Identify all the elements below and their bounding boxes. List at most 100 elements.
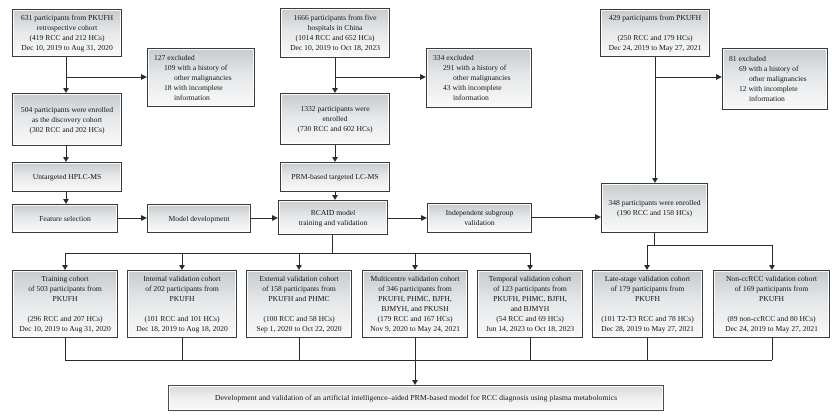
text-line: PKUFH — [759, 294, 784, 303]
connector — [182, 338, 184, 360]
text-line: PRM-based targeted LC-MS — [291, 172, 379, 181]
arrowhead-down-icon — [411, 380, 418, 385]
node-rcaid-model: RCAID model training and validation — [278, 200, 388, 235]
node-discovery-excluded: 127 excluded 109 with a history of other… — [147, 48, 255, 107]
connector — [65, 338, 67, 360]
text-line: Independent subgroup — [445, 208, 514, 217]
connector — [530, 253, 532, 265]
text-line: PKUFH — [635, 294, 660, 303]
text-line: Temporal validation cohort — [488, 274, 572, 283]
text-line: PKUFH — [169, 294, 195, 303]
text-line: Nov 9, 2020 to May 24, 2021 — [370, 324, 460, 333]
arrowhead-down-icon — [331, 157, 338, 162]
arrowhead-down-icon — [768, 265, 775, 270]
connector — [332, 235, 334, 253]
text-line: validation — [464, 218, 495, 227]
node-pkufh-excluded: 81 excluded 69 with a history of other m… — [722, 48, 828, 110]
connector — [772, 338, 774, 360]
text-line: PKUFH, PHMC, BJFH, — [493, 294, 567, 303]
text-line: Dec 10, 2019 to Aug 31, 2020 — [19, 324, 111, 333]
text-line — [128, 304, 236, 314]
text-line: of 169 participants from — [734, 284, 809, 293]
arrowhead-down-icon — [61, 265, 68, 270]
arrowhead-down-icon — [331, 195, 338, 200]
connector — [415, 360, 417, 380]
connector — [655, 57, 657, 178]
text-line: (179 RCC and 167 HCs) — [377, 314, 453, 323]
text-line — [714, 304, 829, 314]
text-line: 127 excluded — [154, 52, 195, 62]
connector — [251, 218, 272, 220]
banner-text: Development and validation of an artific… — [214, 393, 618, 402]
text-line — [593, 304, 702, 314]
text-line: 81 excluded — [729, 54, 766, 63]
arrowhead-right-icon — [716, 73, 722, 80]
arrowhead-down-icon — [178, 265, 185, 270]
text-line: 504 participants were enrolled — [20, 104, 114, 114]
text-line: 1332 participants were — [300, 104, 370, 113]
text-line: information — [749, 94, 785, 103]
text-line: Training cohort — [41, 274, 89, 283]
text-line: Dec 24, 2019 to May 27, 2021 — [608, 43, 702, 52]
text-line: Multicentre validation cohort — [370, 274, 460, 283]
connector — [530, 338, 532, 360]
connector — [65, 253, 530, 255]
text-line: 291 with a history of — [443, 63, 507, 72]
text-line: Dec 18, 2019 to Aug 18, 2020 — [136, 324, 228, 333]
text-line: (302 RCC and 202 HCs) — [29, 124, 105, 134]
node-untargeted-hplc-ms: Untargeted HPLC-MS — [12, 162, 122, 192]
text-line: BJMYH, and PKUSH — [381, 304, 449, 313]
text-line: (101 RCC and 101 HCs) — [144, 314, 220, 323]
connector — [772, 245, 774, 265]
text-line: (100 RCC and 58 HCs) — [263, 314, 335, 323]
text-line: PKUFH, PHMC, BJFH, — [378, 294, 452, 303]
text-line: Dec 28, 2019 to May 27, 2021 — [601, 324, 694, 333]
text-line: 1666 participants from five — [293, 13, 377, 22]
text-line — [13, 304, 117, 314]
connector — [66, 57, 68, 88]
arrowhead-down-icon — [62, 157, 69, 162]
text-line: of 202 participants from — [145, 284, 219, 293]
node-pkufh-source: 429 participants from PKUFH (250 RCC and… — [600, 9, 710, 57]
connector — [647, 245, 649, 265]
text-line: RCAID model — [310, 207, 356, 217]
node-discovery-enrolled: 504 participants were enrolled as the di… — [12, 93, 122, 146]
text-line: other malignancies — [749, 74, 807, 83]
text-line: (419 RCC and 212 HCs) — [29, 33, 105, 42]
node-discovery-source: 631 participants from PKUFH retrospectiv… — [12, 9, 122, 57]
text-line: of 179 participants from — [610, 284, 685, 293]
text-line: (54 RCC and 69 HCs) — [496, 314, 564, 323]
text-line: Dec 10, 2019 to Oct 18, 2023 — [290, 43, 380, 52]
text-line: 631 participants from PKUFH — [20, 13, 114, 22]
connector — [532, 217, 595, 219]
text-line: as the discovery cohort — [31, 114, 103, 124]
text-line: retrospective cohort — [36, 23, 98, 32]
arrowhead-down-icon — [526, 265, 533, 270]
arrowhead-right-icon — [595, 213, 601, 220]
node-five-hospital-excluded: 334 excluded 291 with a history of other… — [426, 48, 532, 108]
text-line: of 503 participants from — [28, 284, 102, 293]
arrowhead-down-icon — [643, 265, 650, 270]
connector — [299, 338, 301, 360]
text-line: Sep 1, 2020 to Oct 22, 2020 — [256, 324, 342, 333]
connector — [335, 145, 337, 157]
text-line: External validation cohort — [259, 274, 339, 283]
text-line: Feature selection — [39, 213, 91, 223]
connector — [415, 253, 417, 265]
text-line: (89 non-ccRCC and 80 HCs) — [727, 314, 816, 323]
arrowhead-right-icon — [420, 73, 426, 80]
arrowhead-down-icon — [331, 88, 338, 93]
text-line: 429 participants from PKUFH — [608, 13, 702, 22]
arrowhead-right-icon — [421, 214, 427, 221]
node-model-development: Model development — [147, 204, 251, 233]
arrowhead-right-icon — [141, 214, 147, 221]
connector — [415, 338, 417, 360]
node-internal-validation-cohort: Internal validation cohort of 202 partic… — [127, 270, 237, 338]
text-line: of 158 participants from — [262, 284, 336, 293]
connector — [647, 338, 649, 360]
text-line: 18 with incomplete — [164, 82, 223, 92]
text-line: 12 with incomplete — [739, 84, 798, 93]
text-line: 109 with a history of — [164, 62, 228, 72]
node-five-hospital-enrolled: 1332 participants were enrolled (730 RCC… — [280, 93, 390, 145]
connector — [299, 253, 301, 265]
